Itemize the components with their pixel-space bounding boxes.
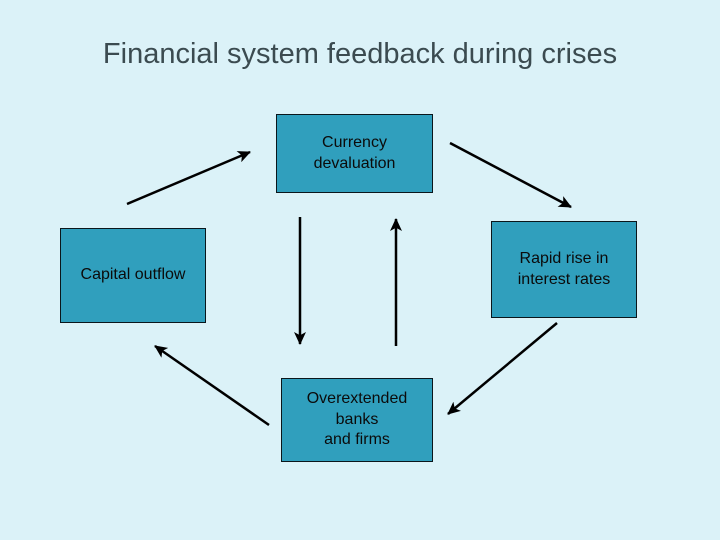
node-capital-outflow: Capital outflow	[60, 228, 206, 323]
node-capital-outflow-label: Capital outflow	[80, 266, 186, 284]
node-overextended-banks-firms-label: Overextended banks and firms	[306, 390, 408, 449]
arrow-banks-to-capital	[154, 344, 270, 427]
arrow-currency-to-rates	[449, 141, 572, 209]
arrow-rates-to-banks	[447, 322, 558, 415]
node-currency-devaluation-label: Currency devaluation	[313, 134, 396, 172]
slide-title: Financial system feedback during crises	[102, 38, 618, 70]
node-currency-devaluation: Currency devaluation	[276, 114, 433, 193]
node-rapid-rise-interest-rates-label: Rapid rise in interest rates	[517, 250, 611, 288]
node-rapid-rise-interest-rates: Rapid rise in interest rates	[491, 221, 637, 318]
arrow-capital-to-currency	[126, 150, 251, 206]
node-overextended-banks-firms: Overextended banks and firms	[281, 378, 433, 462]
